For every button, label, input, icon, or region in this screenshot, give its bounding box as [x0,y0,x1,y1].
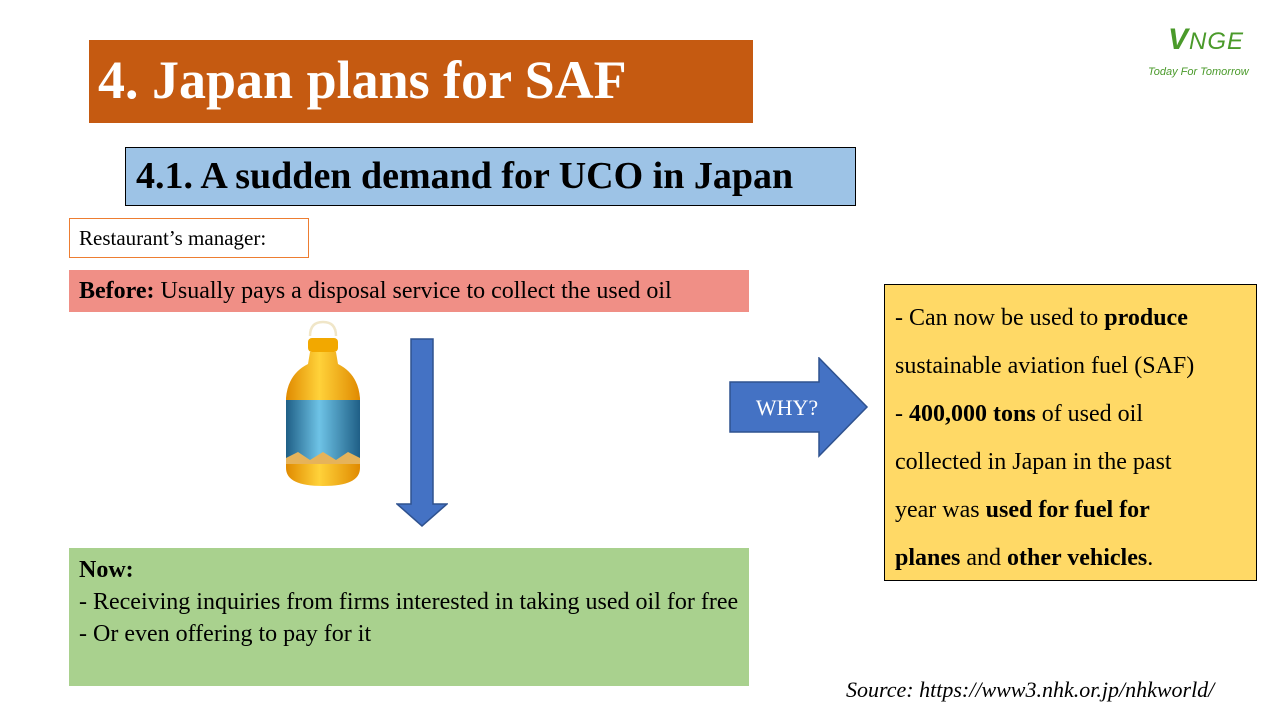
arrow-down-icon [396,338,448,527]
reason-text-segment: of used oil [1035,401,1144,427]
reason-text: - Can now be used to produce sustainable… [895,294,1255,582]
now-box [69,548,749,686]
now-line-1: - Receiving inquiries from firms interes… [79,589,739,615]
title-banner [89,40,753,123]
reason-bold-planes: planes [895,545,961,571]
reason-text-segment: and [960,545,1008,571]
page-title: 4. Japan plans for SAF [98,50,627,110]
logo-tagline: Today For Tomorrow [1148,66,1249,78]
logo-mark-rest: NGE [1189,28,1245,55]
now-text: Now: - Receiving inquiries from firms in… [79,554,743,650]
reason-bold-tons: 400,000 tons [909,401,1036,427]
subtitle-box [125,147,856,206]
reason-line-4: collected in Japan in the past [895,449,1172,475]
reason-text-segment: - [895,401,909,427]
oil-bottle-icon [286,320,360,486]
reason-text-segment: . [1147,545,1154,571]
source-citation: Source: https://www3.nhk.or.jp/nhkworld/ [846,677,1215,702]
arrow-right-icon [729,357,869,458]
reason-line-2: sustainable aviation fuel (SAF) [895,353,1195,379]
reason-line-3: - 400,000 tons of used oil [895,390,1255,438]
why-label: WHY? [755,395,819,420]
logo-mark: VNGE [1168,23,1245,56]
before-box [69,270,749,312]
logo-mark-v: V [1168,23,1190,56]
reason-bold-produce: produce [1104,305,1188,331]
now-label: Now: [79,557,134,583]
reason-line-5: year was used for fuel for [895,486,1255,534]
manager-label: Restaurant’s manager: [79,226,267,250]
vnge-logo: VNGE Today For Tomorrow [1140,14,1278,84]
reason-line-1: - Can now be used to produce [895,294,1255,342]
manager-label-box [69,218,309,258]
reason-bold-vehicles: other vehicles [1007,545,1148,571]
before-description: Usually pays a disposal service to colle… [154,278,672,304]
now-line-2: - Or even offering to pay for it [79,621,372,647]
reason-bold-fuel: used for fuel for [985,497,1150,523]
reason-text-segment: year was [895,497,986,523]
reason-text-segment: - Can now be used to [895,305,1105,331]
reason-box [884,284,1257,581]
subtitle: 4.1. A sudden demand for UCO in Japan [136,155,794,197]
reason-line-6: planes and other vehicles. [895,534,1255,582]
before-text: Before: Usually pays a disposal service … [79,276,672,306]
before-label: Before: [79,278,155,304]
